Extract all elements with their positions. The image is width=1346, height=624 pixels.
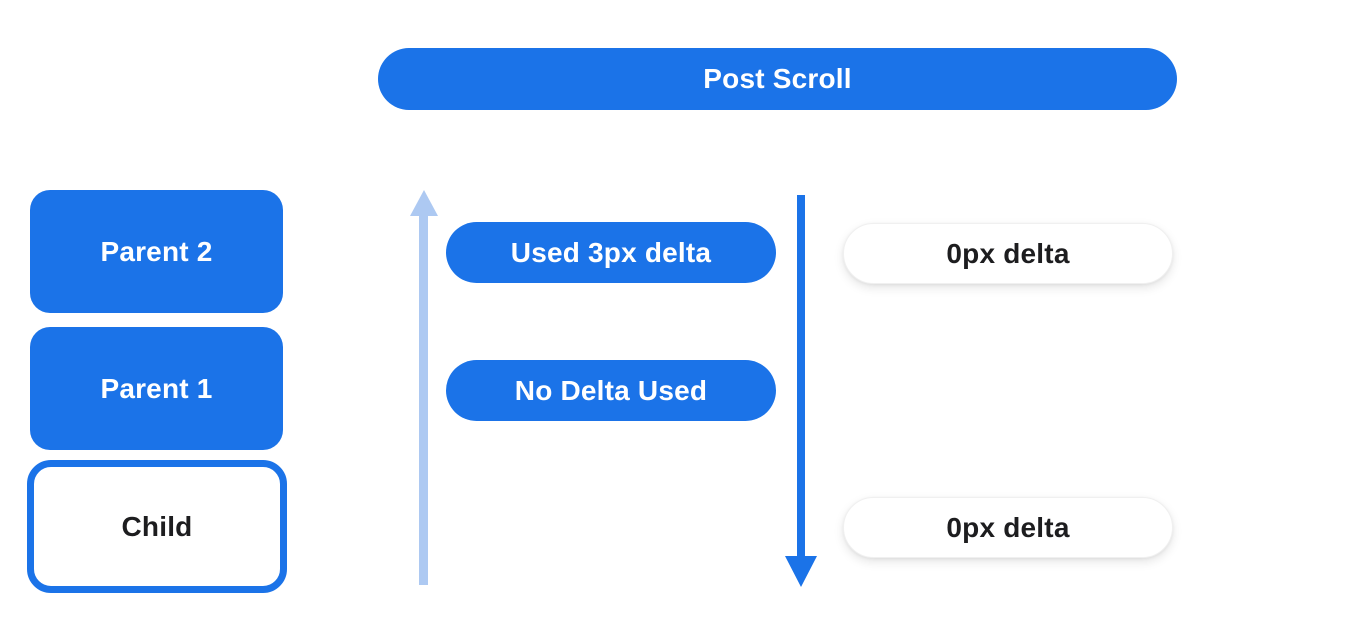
zero-delta-label-top: 0px delta — [946, 237, 1070, 269]
post-scroll-title: Post Scroll — [703, 63, 852, 94]
used-delta-pill: Used 3px delta — [446, 222, 776, 283]
post-scroll-header-pill: Post Scroll — [378, 48, 1177, 110]
child-box: Child — [27, 460, 287, 593]
used-delta-label: Used 3px delta — [510, 236, 712, 268]
scroll-down-arrow-head — [785, 556, 817, 587]
no-delta-used-label: No Delta Used — [514, 374, 708, 406]
scroll-down-arrow-shaft — [797, 195, 805, 556]
child-label: Child — [121, 510, 193, 542]
parent2-box: Parent 2 — [30, 190, 283, 313]
scroll-up-arrow-head — [410, 190, 438, 216]
scroll-up-arrow-shaft — [419, 214, 428, 585]
zero-delta-label-bottom: 0px delta — [946, 511, 1070, 543]
zero-delta-pill-bottom: 0px delta — [843, 497, 1173, 558]
zero-delta-pill-top: 0px delta — [843, 223, 1173, 284]
parent1-label: Parent 1 — [100, 372, 213, 404]
no-delta-used-pill: No Delta Used — [446, 360, 776, 421]
parent1-box: Parent 1 — [30, 327, 283, 450]
scroll-down-arrow-icon — [785, 195, 817, 587]
scroll-up-arrow-icon — [410, 190, 438, 585]
parent2-label: Parent 2 — [100, 235, 213, 267]
